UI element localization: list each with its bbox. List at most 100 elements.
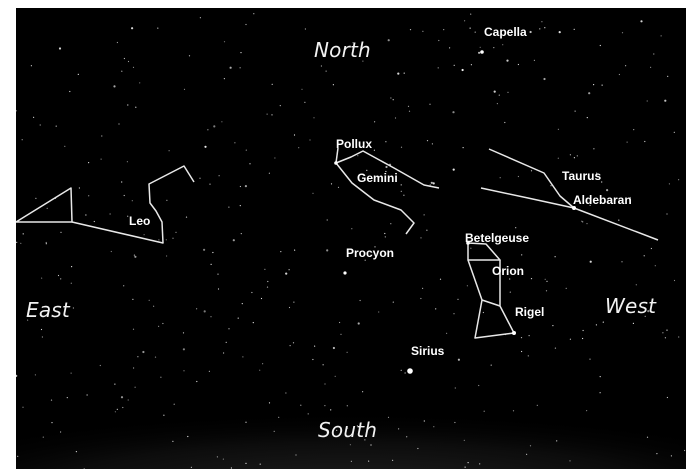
background-star [574, 157, 575, 158]
background-star [166, 255, 167, 256]
background-star [31, 65, 32, 66]
background-star [491, 365, 492, 366]
background-star [621, 261, 622, 262]
background-star [397, 73, 399, 75]
background-star [433, 426, 434, 427]
background-star [440, 279, 441, 280]
pollux-star [334, 161, 338, 165]
background-star [589, 359, 590, 360]
background-star [271, 114, 272, 115]
background-star [16, 110, 17, 111]
background-star [526, 454, 527, 455]
background-star [552, 325, 553, 326]
background-star [128, 61, 129, 62]
background-star [262, 363, 263, 364]
background-star [484, 411, 485, 412]
background-star [338, 187, 339, 188]
background-star [280, 105, 281, 106]
background-star [298, 147, 299, 148]
background-star [333, 347, 335, 349]
background-star [73, 307, 74, 308]
background-star [16, 242, 17, 243]
background-star [507, 92, 508, 93]
background-star [401, 191, 402, 192]
background-star [587, 117, 588, 118]
background-star [204, 146, 206, 148]
background-star [267, 281, 268, 282]
background-star [449, 47, 450, 48]
background-star [132, 200, 133, 201]
background-star [467, 285, 468, 286]
background-star [453, 313, 454, 314]
star-map-canvas [16, 8, 686, 469]
leo-line [72, 166, 194, 243]
background-star [661, 35, 662, 36]
background-star [245, 24, 246, 25]
background-star [224, 78, 225, 79]
background-star [674, 132, 675, 133]
background-star [134, 255, 135, 256]
background-star [464, 20, 465, 21]
background-star [267, 114, 268, 115]
background-star [555, 348, 556, 349]
background-star [233, 239, 235, 241]
background-star [478, 52, 480, 54]
background-star [593, 148, 594, 149]
background-star [470, 28, 471, 29]
background-star [650, 67, 651, 68]
background-star [128, 399, 129, 400]
background-star [274, 431, 275, 432]
background-star [644, 141, 645, 142]
background-star [583, 330, 584, 331]
background-star [300, 405, 301, 406]
background-star [666, 330, 667, 331]
background-star [51, 400, 52, 401]
background-star [422, 31, 423, 32]
background-star [385, 141, 386, 142]
background-star [324, 383, 325, 384]
background-star [458, 359, 460, 361]
background-star [600, 392, 601, 393]
leo-lines [16, 166, 194, 243]
background-star [480, 47, 481, 48]
background-star [41, 278, 42, 279]
background-star [531, 170, 532, 171]
background-star [135, 107, 136, 108]
background-star [575, 111, 576, 112]
background-star [426, 230, 427, 231]
background-star [218, 288, 219, 289]
background-star [619, 74, 620, 75]
background-star [462, 69, 464, 71]
background-star [71, 283, 72, 284]
background-star [401, 370, 402, 371]
background-star [509, 278, 510, 279]
background-star [135, 387, 136, 388]
procyon-label: Procyon [346, 246, 394, 260]
background-star [172, 238, 173, 239]
background-star [424, 214, 425, 215]
background-star [200, 17, 201, 18]
background-star [674, 280, 675, 281]
background-star [115, 411, 116, 412]
procyon-star [343, 271, 346, 274]
background-star [142, 351, 144, 353]
background-star [224, 41, 225, 42]
background-star [390, 223, 391, 224]
background-star [207, 129, 208, 130]
background-star [110, 213, 111, 214]
background-star [40, 124, 41, 125]
background-star [137, 356, 138, 357]
direction-north: North [314, 38, 371, 62]
background-star [132, 299, 133, 300]
background-star [378, 311, 379, 312]
background-star [217, 274, 218, 275]
background-star [504, 122, 505, 123]
background-star [518, 176, 519, 177]
background-star [139, 82, 140, 83]
rigel-label: Rigel [515, 305, 544, 319]
background-star [249, 163, 250, 164]
background-star [586, 223, 587, 224]
background-star [16, 375, 17, 377]
background-star [241, 233, 242, 234]
background-star [234, 142, 235, 143]
